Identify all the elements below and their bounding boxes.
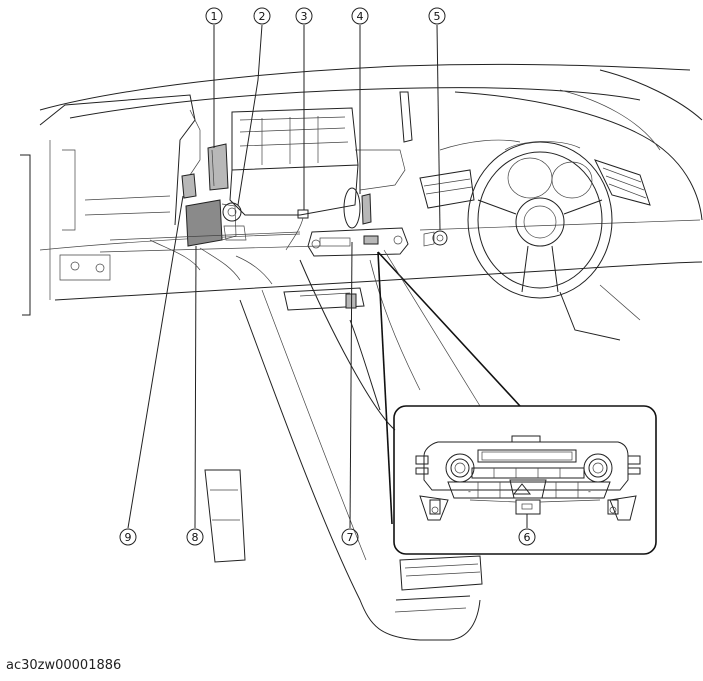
- component-8: [185, 199, 237, 247]
- callout-8-number: 8: [192, 531, 199, 544]
- callout-4-number: 4: [357, 10, 364, 23]
- image-code: ac30zw00001886: [6, 658, 122, 673]
- svg-text:-: -: [588, 487, 591, 496]
- svg-text:-: -: [468, 487, 471, 496]
- callout-leaders: [127, 24, 528, 529]
- component-3: [285, 209, 309, 251]
- callout-2: 2: [253, 7, 271, 25]
- zoom-leader-lines: [377, 249, 521, 525]
- callout-9-number: 9: [125, 531, 132, 544]
- callout-5-number: 5: [434, 10, 441, 23]
- callout-4: 4: [351, 7, 369, 25]
- callout-6-number: 6: [524, 531, 531, 544]
- steering-wheel: [467, 141, 641, 341]
- callout-7-number: 7: [347, 531, 354, 544]
- callout-labels: 1 2 3 4 5 6 7 8: [119, 7, 536, 546]
- callout-3: 3: [295, 7, 313, 25]
- callout-1: 1: [205, 7, 223, 25]
- callout-3-number: 3: [301, 10, 308, 23]
- callout-5: 5: [428, 7, 446, 25]
- callout-6: 6: [518, 528, 536, 546]
- component-9: [181, 173, 197, 199]
- component-5: [423, 230, 448, 247]
- component-1: [207, 143, 229, 191]
- air-duct-unit: [229, 91, 521, 216]
- centre-console: [99, 231, 483, 641]
- component-4: [343, 187, 372, 229]
- callout-9: 9: [119, 528, 137, 546]
- climate-control-panel-small: [307, 227, 409, 257]
- callout-7: 7: [341, 528, 359, 546]
- climate-control-panel-zoom: - -: [393, 405, 657, 555]
- callout-1-number: 1: [211, 10, 218, 23]
- callout-2-number: 2: [259, 10, 266, 23]
- callout-8: 8: [186, 528, 204, 546]
- right-vents: [419, 159, 651, 209]
